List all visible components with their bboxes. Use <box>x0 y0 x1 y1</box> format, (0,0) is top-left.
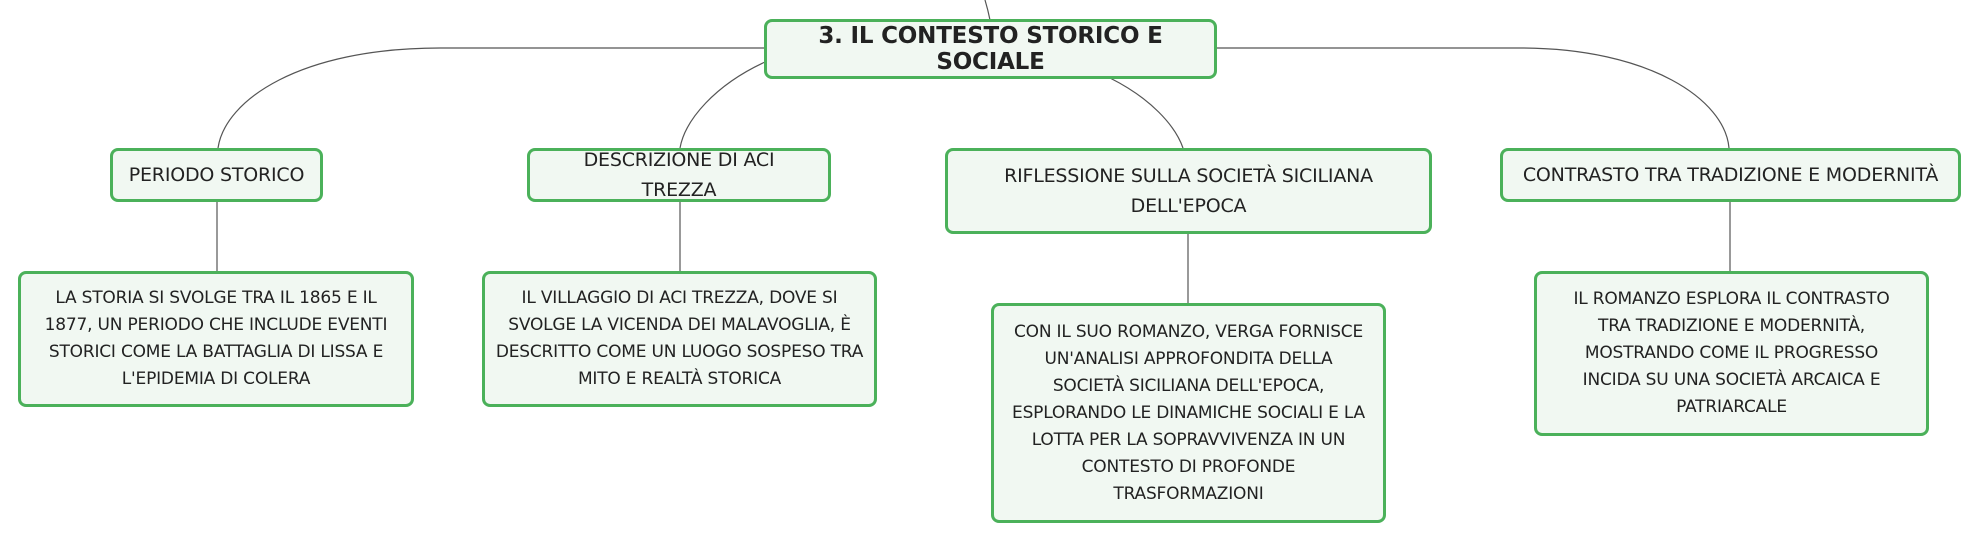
detail-riflessione-societa-text: CON IL SUO ROMANZO, VERGA FORNISCE UN'AN… <box>1012 321 1365 504</box>
root-topic-label: 3. IL CONTESTO STORICO E SOCIALE <box>818 23 1163 75</box>
link-root-riflessione <box>1109 77 1184 149</box>
topic-riflessione-societa-label: RIFLESSIONE SULLA SOCIETÀ SICILIANA DELL… <box>1004 165 1373 217</box>
topic-contrasto-tradizione-modernita[interactable]: CONTRASTO TRA TRADIZIONE E MODERNITÀ <box>1500 148 1961 202</box>
detail-periodo-storico[interactable]: LA STORIA SI SVOLGE TRA IL 1865 E IL 187… <box>18 271 414 407</box>
detail-contrasto-tradizione-modernita[interactable]: IL ROMANZO ESPLORA IL CONTRASTO TRA TRAD… <box>1534 271 1929 436</box>
root-topic-node[interactable]: 3. IL CONTESTO STORICO E SOCIALE <box>764 19 1217 79</box>
topic-riflessione-societa[interactable]: RIFLESSIONE SULLA SOCIETÀ SICILIANA DELL… <box>945 148 1432 234</box>
detail-riflessione-societa[interactable]: CON IL SUO ROMANZO, VERGA FORNISCE UN'AN… <box>991 303 1386 523</box>
topic-contrasto-tradizione-modernita-label: CONTRASTO TRA TRADIZIONE E MODERNITÀ <box>1522 164 1939 186</box>
topic-periodo-storico[interactable]: PERIODO STORICO <box>110 148 323 202</box>
detail-descrizione-aci-trezza[interactable]: IL VILLAGGIO DI ACI TREZZA, DOVE SI SVOL… <box>482 271 877 407</box>
detail-periodo-storico-text: LA STORIA SI SVOLGE TRA IL 1865 E IL 187… <box>44 288 388 389</box>
topic-descrizione-aci-trezza[interactable]: DESCRIZIONE DI ACI TREZZA <box>527 148 831 202</box>
detail-descrizione-aci-trezza-text: IL VILLAGGIO DI ACI TREZZA, DOVE SI SVOL… <box>495 288 864 389</box>
link-root-periodo <box>217 47 764 149</box>
link-parent-stub <box>984 0 991 21</box>
detail-contrasto-tradizione-modernita-text: IL ROMANZO ESPLORA IL CONTRASTO TRA TRAD… <box>1573 289 1890 417</box>
topic-descrizione-aci-trezza-label: DESCRIZIONE DI ACI TREZZA <box>583 149 775 201</box>
link-root-aci-trezza <box>679 61 766 149</box>
topic-periodo-storico-label: PERIODO STORICO <box>128 164 305 186</box>
link-root-contrasto <box>1216 47 1730 149</box>
